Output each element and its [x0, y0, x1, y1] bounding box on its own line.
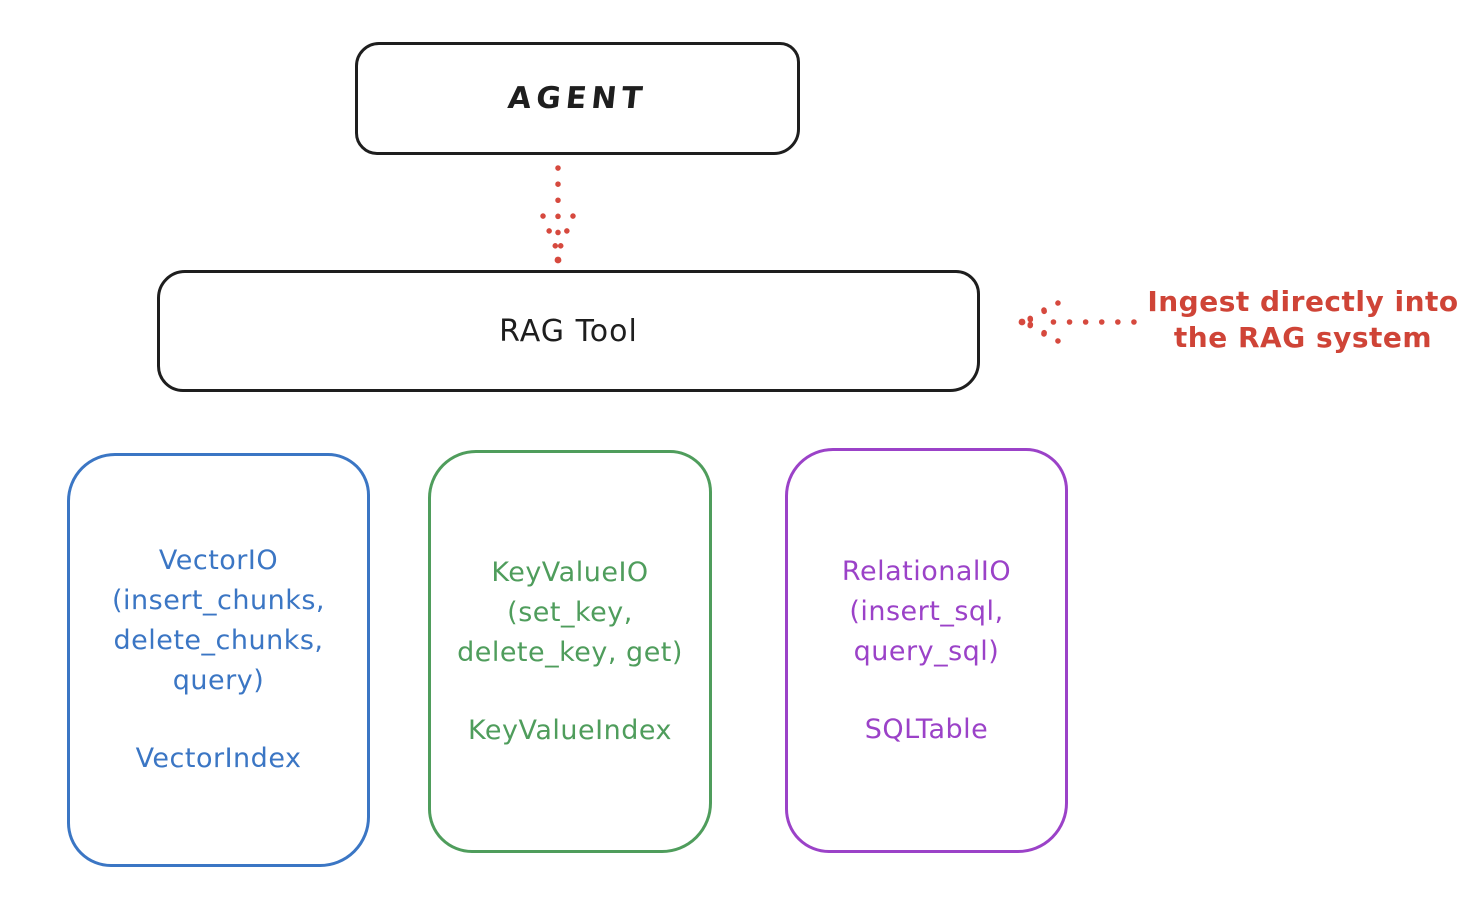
keyvalue-io-method: delete_key, get) — [457, 636, 683, 668]
relational-io-node: RelationalIO (insert_sql, query_sql) SQL… — [785, 448, 1068, 853]
ingest-annotation-line2: the RAG system — [1173, 321, 1433, 354]
ingest-arrow — [1018, 300, 1137, 344]
keyvalue-io-node: KeyValueIO (set_key, delete_key, get) Ke… — [428, 450, 712, 853]
keyvalue-io-method: (set_key, — [507, 596, 633, 628]
vector-io-method: delete_chunks, — [113, 625, 324, 656]
vector-io-method: (insert_chunks, — [112, 585, 325, 616]
keyvalue-io-title: KeyValueIO — [491, 556, 649, 588]
relational-io-method: query_sql) — [853, 635, 1000, 667]
vector-io-title: VectorIO — [158, 545, 279, 576]
vector-io-method: query) — [172, 665, 265, 696]
rag-tool-node: RAG Tool — [157, 270, 980, 392]
agent-to-rag-arrow — [540, 165, 576, 264]
agent-node: AGENT — [355, 42, 800, 155]
relational-io-method: (insert_sql, — [849, 595, 1004, 627]
rag-tool-label: RAG Tool — [499, 313, 638, 349]
vector-io-node: VectorIO (insert_chunks, delete_chunks, … — [67, 453, 370, 867]
ingest-annotation-line1: Ingest directly into — [1147, 285, 1459, 318]
agent-label: AGENT — [506, 81, 649, 116]
relational-io-title: RelationalIO — [841, 555, 1012, 587]
ingest-annotation: Ingest directly into the RAG system — [1138, 284, 1468, 356]
keyvalue-index-label: KeyValueIndex — [468, 714, 672, 746]
sql-table-label: SQLTable — [864, 713, 989, 745]
vector-index-label: VectorIndex — [135, 743, 302, 774]
